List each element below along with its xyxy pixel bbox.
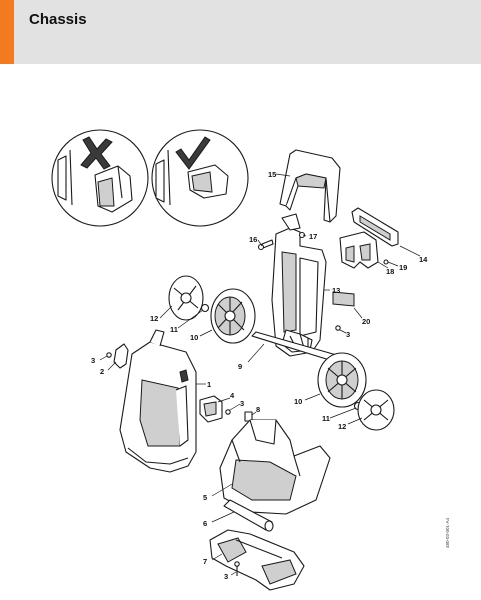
callout-9: 9 — [238, 362, 242, 371]
callout-11-right: 11 — [322, 414, 330, 423]
screw-16 — [257, 239, 274, 251]
exploded-view-diagram: 15 16 17 13 14 18 19 3 20 9 12 11 10 10 … — [51, 129, 428, 591]
document-id: 480-03-001-A4 — [445, 517, 450, 548]
callout-13: 13 — [332, 286, 340, 295]
callout-3-frame: 3 — [346, 330, 350, 339]
part-5-base — [219, 419, 331, 515]
callout-3-clip: 3 — [91, 356, 95, 365]
callout-19: 19 — [399, 263, 407, 272]
part-6-axle — [223, 499, 274, 532]
part-11-washer-left — [200, 303, 210, 313]
callout-6: 6 — [203, 519, 207, 528]
callout-8: 8 — [256, 405, 260, 414]
callout-5: 5 — [203, 493, 207, 502]
part-4-bracket — [199, 395, 223, 423]
part-18-hook — [339, 231, 379, 269]
callout-20: 20 — [362, 317, 370, 326]
callout-18: 18 — [386, 267, 394, 276]
callout-10-left: 10 — [190, 333, 198, 342]
callout-12-right: 12 — [338, 422, 346, 431]
part-15-handle — [279, 149, 341, 223]
callout-11-left: 11 — [170, 325, 178, 334]
callout-12-left: 12 — [150, 314, 158, 323]
part-10-wheel-left — [210, 288, 256, 344]
callout-1: 1 — [207, 380, 211, 389]
header-accent — [0, 0, 14, 64]
callout-labels: 15 16 17 13 14 18 19 3 20 9 12 11 10 10 … — [91, 170, 428, 581]
inset-wrong-orientation — [51, 129, 149, 227]
x-mark-icon — [80, 136, 113, 170]
callout-17: 17 — [309, 232, 317, 241]
inset-right-orientation — [151, 129, 249, 227]
part-12-hubcap-right — [357, 389, 395, 431]
callout-10-right: 10 — [294, 397, 302, 406]
part-10-wheel-right — [317, 352, 367, 408]
check-mark-icon — [175, 136, 211, 170]
part-20-label — [332, 291, 355, 307]
screw-3-feet — [234, 561, 240, 576]
callout-3-feet: 3 — [224, 572, 228, 581]
part-7-feet — [209, 529, 305, 591]
screw-3-clip — [106, 352, 112, 358]
callout-4: 4 — [230, 391, 235, 400]
part-12-hubcap-left — [168, 275, 204, 321]
callout-14: 14 — [419, 255, 428, 264]
part-2-clip — [113, 343, 129, 369]
screw-3-bracket — [225, 409, 231, 415]
callout-2: 2 — [100, 367, 104, 376]
screw-17 — [298, 231, 306, 239]
header-bar: Chassis — [0, 0, 481, 64]
page-title: Chassis — [29, 11, 87, 28]
callout-3-bracket: 3 — [240, 399, 244, 408]
leader-lines — [99, 173, 421, 576]
callout-15: 15 — [268, 170, 276, 179]
callout-16: 16 — [249, 235, 257, 244]
screw-19 — [383, 259, 389, 265]
part-1-housing — [119, 329, 197, 473]
part-13-frame — [271, 213, 327, 357]
callout-7: 7 — [203, 557, 207, 566]
screw-3-right-frame — [335, 325, 341, 331]
part-14-clip — [351, 207, 399, 247]
